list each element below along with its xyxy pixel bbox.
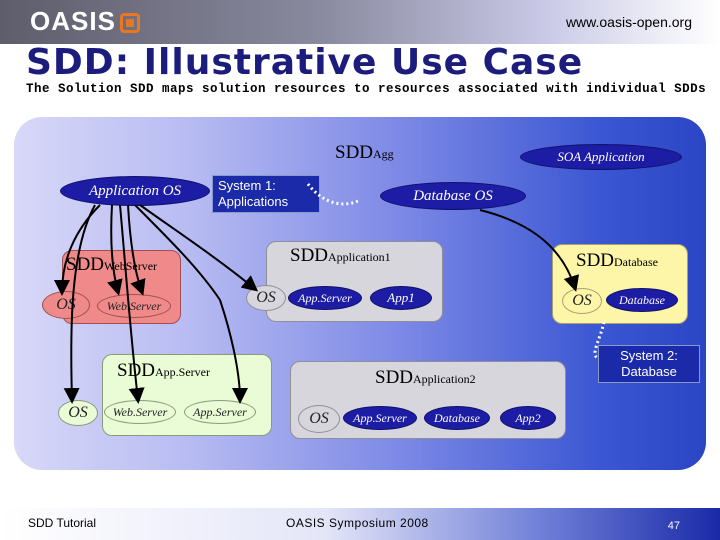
sdd-appserver-webserver: Web.Server — [104, 400, 176, 424]
database-os-node: Database OS — [380, 182, 526, 210]
footer-left: SDD Tutorial — [28, 516, 97, 530]
sdd-webserver-webserver: Web.Server — [97, 294, 171, 318]
page-number: 47 — [667, 520, 680, 532]
slide-title: SDD: Illustrative Use Case — [26, 42, 584, 83]
footer-center: OASIS Symposium 2008 — [286, 516, 429, 530]
sdd-application1-label: SDDApplication1 — [290, 245, 391, 266]
sdd-appserver-appserver: App.Server — [184, 400, 256, 424]
site-url: www.oasis-open.org — [565, 14, 692, 30]
sdd-application2-os: OS — [298, 405, 340, 433]
oasis-logo-mark-icon — [119, 13, 140, 33]
sdd-agg-label: SDDAgg — [335, 142, 394, 163]
sdd-database-label: SDDDatabase — [576, 250, 658, 271]
sdd-application1-os: OS — [246, 285, 286, 311]
sdd-application2-appserver: App.Server — [343, 406, 417, 430]
sdd-application2-app2: App2 — [500, 406, 556, 430]
system2-label: System 2: Database — [598, 345, 700, 383]
oasis-logo: OASIS — [30, 6, 140, 37]
sdd-application2-database: Database — [424, 406, 490, 430]
sdd-application1-app1: App1 — [370, 286, 432, 310]
sdd-appserver-label: SDDApp.Server — [117, 360, 210, 381]
system1-label: System 1: Applications — [212, 175, 320, 213]
slide-subtitle: The Solution SDD maps solution resources… — [26, 82, 707, 96]
soa-application-node: SOA Application — [520, 144, 682, 170]
sdd-application1-appserver: App.Server — [288, 286, 362, 310]
sdd-application2-label: SDDApplication2 — [375, 367, 476, 388]
footer-band — [0, 508, 720, 540]
sdd-database-database: Database — [606, 288, 678, 312]
sdd-database-os: OS — [562, 288, 602, 314]
